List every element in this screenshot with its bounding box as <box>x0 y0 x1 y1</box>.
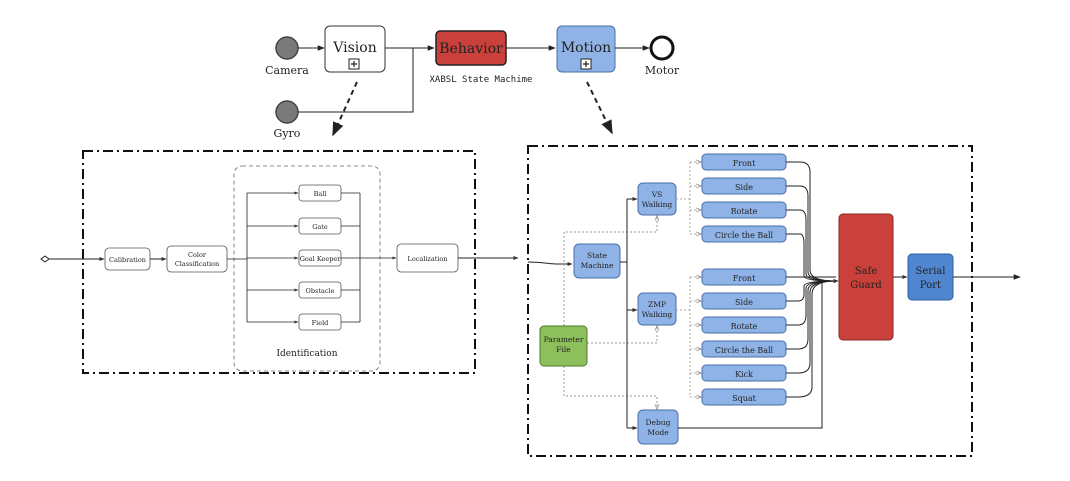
color-classification-label-2: Classification <box>175 260 219 268</box>
zmp-move-side: Side <box>735 298 753 307</box>
input-connector <box>40 255 50 263</box>
id-item-obstacle: Obstacle <box>306 287 335 295</box>
id-item-ball: Ball <box>314 190 327 198</box>
state-machine-box <box>573 243 621 279</box>
vision-expand-icon <box>348 58 360 70</box>
parameter-file-label-1: Parameter <box>544 335 584 344</box>
state-machine-label-1: State <box>587 251 608 260</box>
vision-zoom-arrow <box>332 81 358 137</box>
zmp-walking-box <box>637 292 677 326</box>
converge-lines <box>786 161 837 398</box>
motion-zoom-arrow <box>586 81 613 135</box>
safe-guard-label-1: Safe <box>855 266 878 277</box>
motion-detail: State Machine VS Walking ZMP Walking Deb… <box>527 145 1021 457</box>
vision-detail: Calibration Color Classification Identif… <box>40 150 519 374</box>
camera-label: Camera <box>265 64 309 77</box>
zmp-move-front: Front <box>733 274 756 283</box>
serial-port-box <box>907 253 954 301</box>
vs-move-rotate: Rotate <box>731 207 758 216</box>
motion-detail-frame <box>527 145 973 457</box>
safe-guard-box <box>838 213 894 341</box>
parameter-file-box <box>539 325 588 367</box>
debug-mode-box <box>637 409 679 445</box>
serial-port-label-1: Serial <box>916 266 946 277</box>
id-item-goal-keeper: Goal Keeper <box>300 255 342 263</box>
serial-port-label-2: Port <box>920 280 941 291</box>
state-machine-label-2: Machine <box>581 261 614 270</box>
zmp-move-rotate: Rotate <box>731 322 758 331</box>
vs-walking-box <box>637 182 677 216</box>
motion-expand-icon <box>580 58 592 70</box>
id-item-gate: Gate <box>312 223 328 231</box>
identification-label: Identification <box>276 349 337 359</box>
zmp-walking-label-1: ZMP <box>648 300 666 309</box>
identification-group <box>233 165 381 372</box>
vs-walking-label-2: Walking <box>642 200 673 209</box>
color-classification-box <box>166 245 228 273</box>
zmp-move-kick: Kick <box>735 370 753 379</box>
zmp-move-squat: Squat <box>732 394 757 403</box>
top-flow: Camera Gyro Vision Behavior XABSL State … <box>265 25 680 140</box>
motor-label: Motor <box>645 64 680 77</box>
safe-guard-label-2: Guard <box>850 280 882 291</box>
behavior-caption: XABSL State Machime <box>430 75 533 85</box>
debug-mode-label-1: Debug <box>646 418 671 427</box>
vision-detail-frame <box>82 150 476 374</box>
camera-node <box>275 36 299 60</box>
zmp-walking-label-2: Walking <box>642 310 673 319</box>
vision-box <box>324 25 386 73</box>
color-classification-label-1: Color <box>188 251 207 259</box>
motion-box <box>556 25 616 73</box>
vision-label: Vision <box>332 40 376 56</box>
id-item-field: Field <box>312 319 329 327</box>
gyro-label: Gyro <box>274 127 301 140</box>
vs-move-side: Side <box>735 183 753 192</box>
vs-walking-label-1: VS <box>651 190 663 199</box>
vs-move-front: Front <box>733 159 756 168</box>
zmp-move-circle: Circle the Ball <box>715 346 774 355</box>
parameter-file-label-2: File <box>556 345 571 354</box>
motion-label: Motion <box>561 40 611 56</box>
gyro-node <box>275 100 299 124</box>
calibration-label: Calibration <box>109 256 146 264</box>
debug-mode-label-2: Mode <box>647 428 669 437</box>
vs-move-circle: Circle the Ball <box>715 231 774 240</box>
motor-node <box>649 35 675 61</box>
localization-label: Localization <box>408 255 448 263</box>
behavior-label: Behavior <box>439 41 503 57</box>
